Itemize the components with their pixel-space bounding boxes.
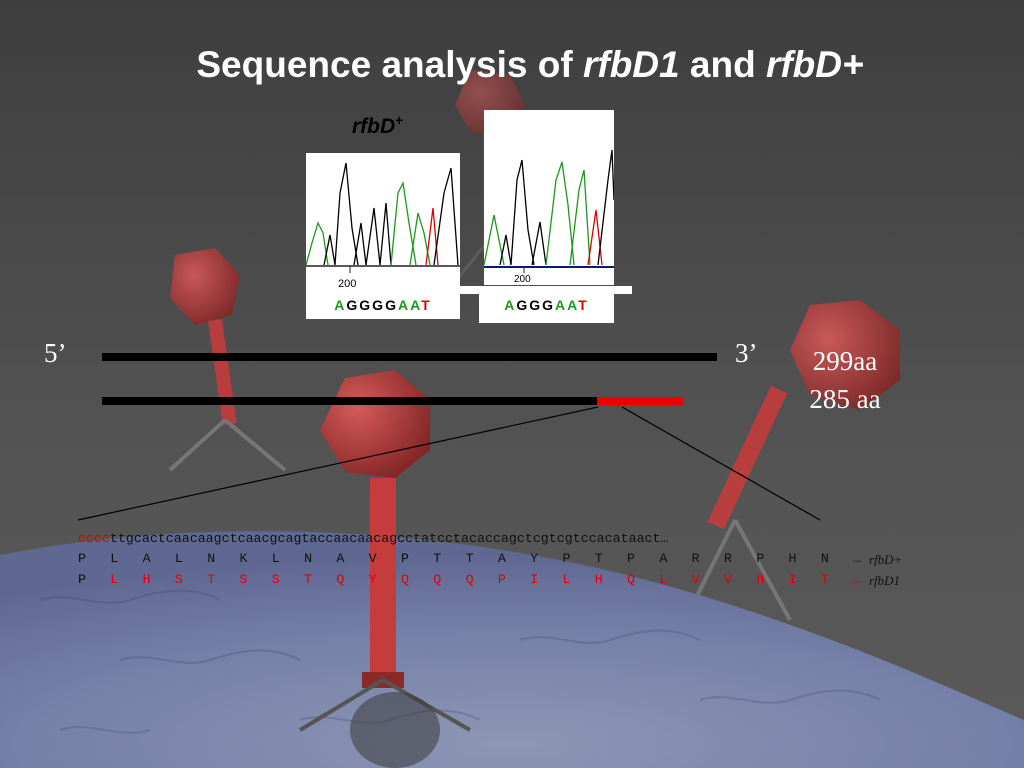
base-call: A — [504, 297, 517, 313]
amino-acid: … — [853, 551, 862, 566]
amino-acid: A — [659, 551, 668, 566]
base-call: G — [359, 297, 373, 313]
chromatogram-wildtype: 200 — [305, 153, 460, 293]
amino-acid: V — [368, 551, 377, 566]
wildtype-protein-sequence: P L A L N K L N A V P T T A Y P T P A R R P H N … — [78, 551, 885, 566]
base-call: A — [334, 297, 347, 313]
amino-acid: T — [433, 551, 442, 566]
amino-acid: H — [594, 572, 603, 587]
slide-title: Sequence analysis of rfbD1 and rfbD+ — [0, 44, 1024, 86]
amino-acid: N — [304, 551, 313, 566]
amino-acid: Q — [465, 572, 474, 587]
amino-acid: Y — [368, 572, 377, 587]
length-mutant: 285 aa — [809, 384, 881, 414]
amino-acid: T — [207, 572, 216, 587]
amino-acid: L — [110, 551, 119, 566]
nucleotide-rest: ttgcactcaacaagctcaacgcagtaccaacaacagccta… — [109, 531, 669, 546]
panel-label-wildtype: rfbD+ — [352, 112, 403, 139]
title-mid: and — [679, 44, 766, 85]
amino-acid: Q — [336, 572, 345, 587]
amino-acid: P — [562, 551, 571, 566]
amino-acid: P — [627, 551, 636, 566]
frameshift-region — [597, 397, 683, 405]
title-prefix: Sequence analysis of — [196, 44, 583, 85]
amino-acid: A — [142, 551, 151, 566]
amino-acid: Q — [433, 572, 442, 587]
title-gene-wildtype: rfbD+ — [765, 44, 864, 85]
base-calls-wildtype: AGGGGAAT — [306, 293, 460, 319]
base-call: A — [555, 297, 568, 313]
chromatogram-mutant-trace: 200 — [483, 149, 615, 285]
amino-acid: A — [336, 551, 345, 566]
panel-label-wildtype-sup: + — [395, 112, 404, 128]
amino-acid: L — [659, 572, 668, 587]
base-call: A — [410, 297, 422, 313]
amino-acid: K — [239, 551, 248, 566]
amino-acid: T — [820, 572, 829, 587]
gene-bar-wildtype — [102, 353, 717, 361]
amino-acid: Y — [530, 551, 539, 566]
amino-acid: … — [853, 572, 862, 587]
amino-acid: I — [788, 572, 797, 587]
inserted-nucleotides: cccc — [78, 531, 110, 546]
base-call: G — [516, 297, 530, 313]
amino-acid: H — [756, 572, 765, 587]
amino-acid: T — [594, 551, 603, 566]
amino-acid: H — [788, 551, 797, 566]
amino-acid: T — [304, 572, 313, 587]
chromatogram-mutant: 200 — [483, 110, 615, 285]
base-call: G — [385, 297, 398, 313]
base-call: G — [372, 297, 386, 313]
base-call: T — [421, 297, 432, 313]
amino-acid: I — [530, 572, 539, 587]
panel-label-wildtype-text: rfbD — [352, 115, 396, 138]
base-call: A — [567, 297, 579, 313]
wildtype-sequence-tag: rfbD+ — [869, 552, 903, 567]
chromatogram-mutant-tick: 200 — [514, 274, 531, 285]
nucleotide-sequence: ccccttgcactcaacaagctcaacgcagtaccaacaacag… — [78, 531, 668, 546]
amino-acid: T — [465, 551, 474, 566]
three-prime-label: 3’ — [735, 338, 758, 368]
chromatogram-wildtype-trace: 200 — [305, 162, 460, 290]
amino-acid: S — [239, 572, 248, 587]
chromatogram-connector — [460, 286, 632, 294]
amino-acid: H — [142, 572, 151, 587]
length-wildtype: 299aa — [812, 346, 878, 376]
amino-acid: S — [174, 572, 183, 587]
amino-acid: V — [691, 572, 700, 587]
amino-acid: P — [78, 551, 86, 566]
base-call: G — [346, 297, 360, 313]
amino-acid: L — [174, 551, 183, 566]
amino-acid: P — [756, 551, 765, 566]
amino-acid: S — [271, 572, 280, 587]
amino-acid: A — [497, 551, 506, 566]
base-call: A — [397, 297, 411, 313]
mutant-sequence-tag: rfbD1 — [869, 573, 901, 588]
amino-acid: V — [723, 572, 732, 587]
amino-acid: R — [723, 551, 732, 566]
base-call: G — [529, 297, 543, 313]
title-gene-mutant: rfbD1 — [582, 44, 680, 85]
base-call: T — [578, 297, 589, 313]
chromatogram-wildtype-tick: 200 — [338, 278, 356, 290]
gene-bar-mutant — [102, 397, 598, 405]
amino-acid: L — [562, 572, 571, 587]
amino-acid: Q — [627, 572, 636, 587]
amino-acid: R — [691, 551, 700, 566]
base-calls-mutant: AGGGAAT — [479, 293, 614, 323]
base-call: G — [542, 297, 556, 313]
amino-acid: L — [271, 551, 280, 566]
five-prime-label: 5’ — [44, 338, 67, 368]
amino-acid: P — [497, 572, 506, 587]
mutant-protein-sequence: P L H S T S S T Q Y Q Q Q P I L H Q L V V H I T … — [78, 572, 885, 587]
amino-acid: N — [820, 551, 829, 566]
amino-acid: L — [110, 572, 119, 587]
amino-acid: N — [207, 551, 216, 566]
amino-acid: P — [78, 572, 86, 587]
amino-acid: P — [400, 551, 409, 566]
amino-acid: Q — [400, 572, 409, 587]
